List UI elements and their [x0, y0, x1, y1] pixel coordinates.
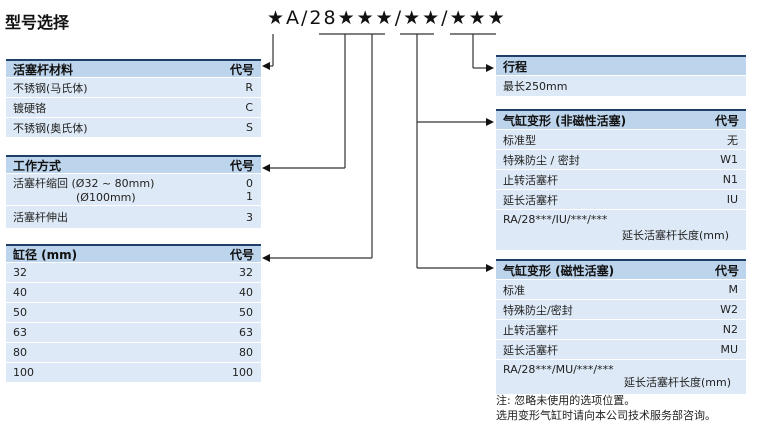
- table-row: 活塞杆伸出 3: [6, 205, 261, 228]
- table-row: 延长活塞杆 IU: [496, 189, 746, 209]
- table-row: 32 32: [6, 262, 261, 282]
- table-header: 气缸变形 (磁性活塞) 代号: [496, 259, 746, 279]
- table-header: 活塞杆材料 代号: [6, 59, 261, 77]
- note-line-1: 注: 忽略未使用的选项位置。: [496, 394, 636, 407]
- table-stroke: 行程 最长250mm: [496, 55, 746, 96]
- table-variant-nonmagnetic: 气缸变形 (非磁性活塞) 代号 标准型 无 特殊防尘 / 密封 W1 止转活塞杆…: [496, 109, 746, 250]
- formula-text: RA/28***/IU/***/***: [503, 213, 608, 226]
- table-row: 止转活塞杆 N1: [496, 169, 746, 189]
- table-bore: 缸径 (mm) 代号 32 32 40 40 50 50 63 63 80 80…: [6, 244, 261, 382]
- table-row: 63 63: [6, 322, 261, 342]
- table-row: 最长250mm: [496, 75, 746, 96]
- table-row: 标准 M: [496, 279, 746, 299]
- table-rod-material: 活塞杆材料 代号 不锈钢(马氏体) R 镀硬铬 C 不锈钢(奥氏体) S: [6, 59, 261, 137]
- table-row: 止转活塞杆 N2: [496, 319, 746, 339]
- table-operating-mode: 工作方式 代号 活塞杆缩回 (Ø32 ~ 80mm) (Ø100mm) 0 1 …: [6, 155, 261, 228]
- table-row: 50 50: [6, 302, 261, 322]
- table-row: 延长活塞杆 MU: [496, 339, 746, 359]
- table-row: 不锈钢(马氏体) R: [6, 77, 261, 97]
- table-variant-magnetic: 气缸变形 (磁性活塞) 代号 标准 M 特殊防尘/密封 W2 止转活塞杆 N2 …: [496, 259, 746, 394]
- formula-text: RA/28***/MU/***/***: [503, 363, 614, 376]
- table-header: 工作方式 代号: [6, 155, 261, 173]
- table-row: 活塞杆缩回 (Ø32 ~ 80mm) (Ø100mm) 0 1: [6, 173, 261, 205]
- page-title: 型号选择: [5, 13, 70, 32]
- table-header: 缸径 (mm) 代号: [6, 244, 261, 262]
- table-header: 行程: [496, 55, 746, 75]
- formula-note: 延长活塞杆长度(mm): [622, 229, 730, 242]
- formula-row: RA/28***/MU/***/*** 延长活塞杆长度(mm): [496, 359, 746, 394]
- note-line-2: 选用变形气缸时请向本公司技术服务部咨询。: [496, 409, 716, 422]
- table-row: 40 40: [6, 282, 261, 302]
- table-header: 气缸变形 (非磁性活塞) 代号: [496, 109, 746, 129]
- table-row: 标准型 无: [496, 129, 746, 149]
- table-row: 100 100: [6, 362, 261, 382]
- table-row: 不锈钢(奥氏体) S: [6, 117, 261, 137]
- table-row: 镀硬铬 C: [6, 97, 261, 117]
- table-row: 特殊防尘 / 密封 W1: [496, 149, 746, 169]
- table-row: 特殊防尘/密封 W2: [496, 299, 746, 319]
- table-row: 80 80: [6, 342, 261, 362]
- model-code: ★A/28★★★/★★/★★★: [267, 7, 507, 29]
- formula-note: 延长活塞杆长度(mm): [624, 376, 732, 389]
- formula-row: RA/28***/IU/***/*** 延长活塞杆长度(mm): [496, 209, 746, 250]
